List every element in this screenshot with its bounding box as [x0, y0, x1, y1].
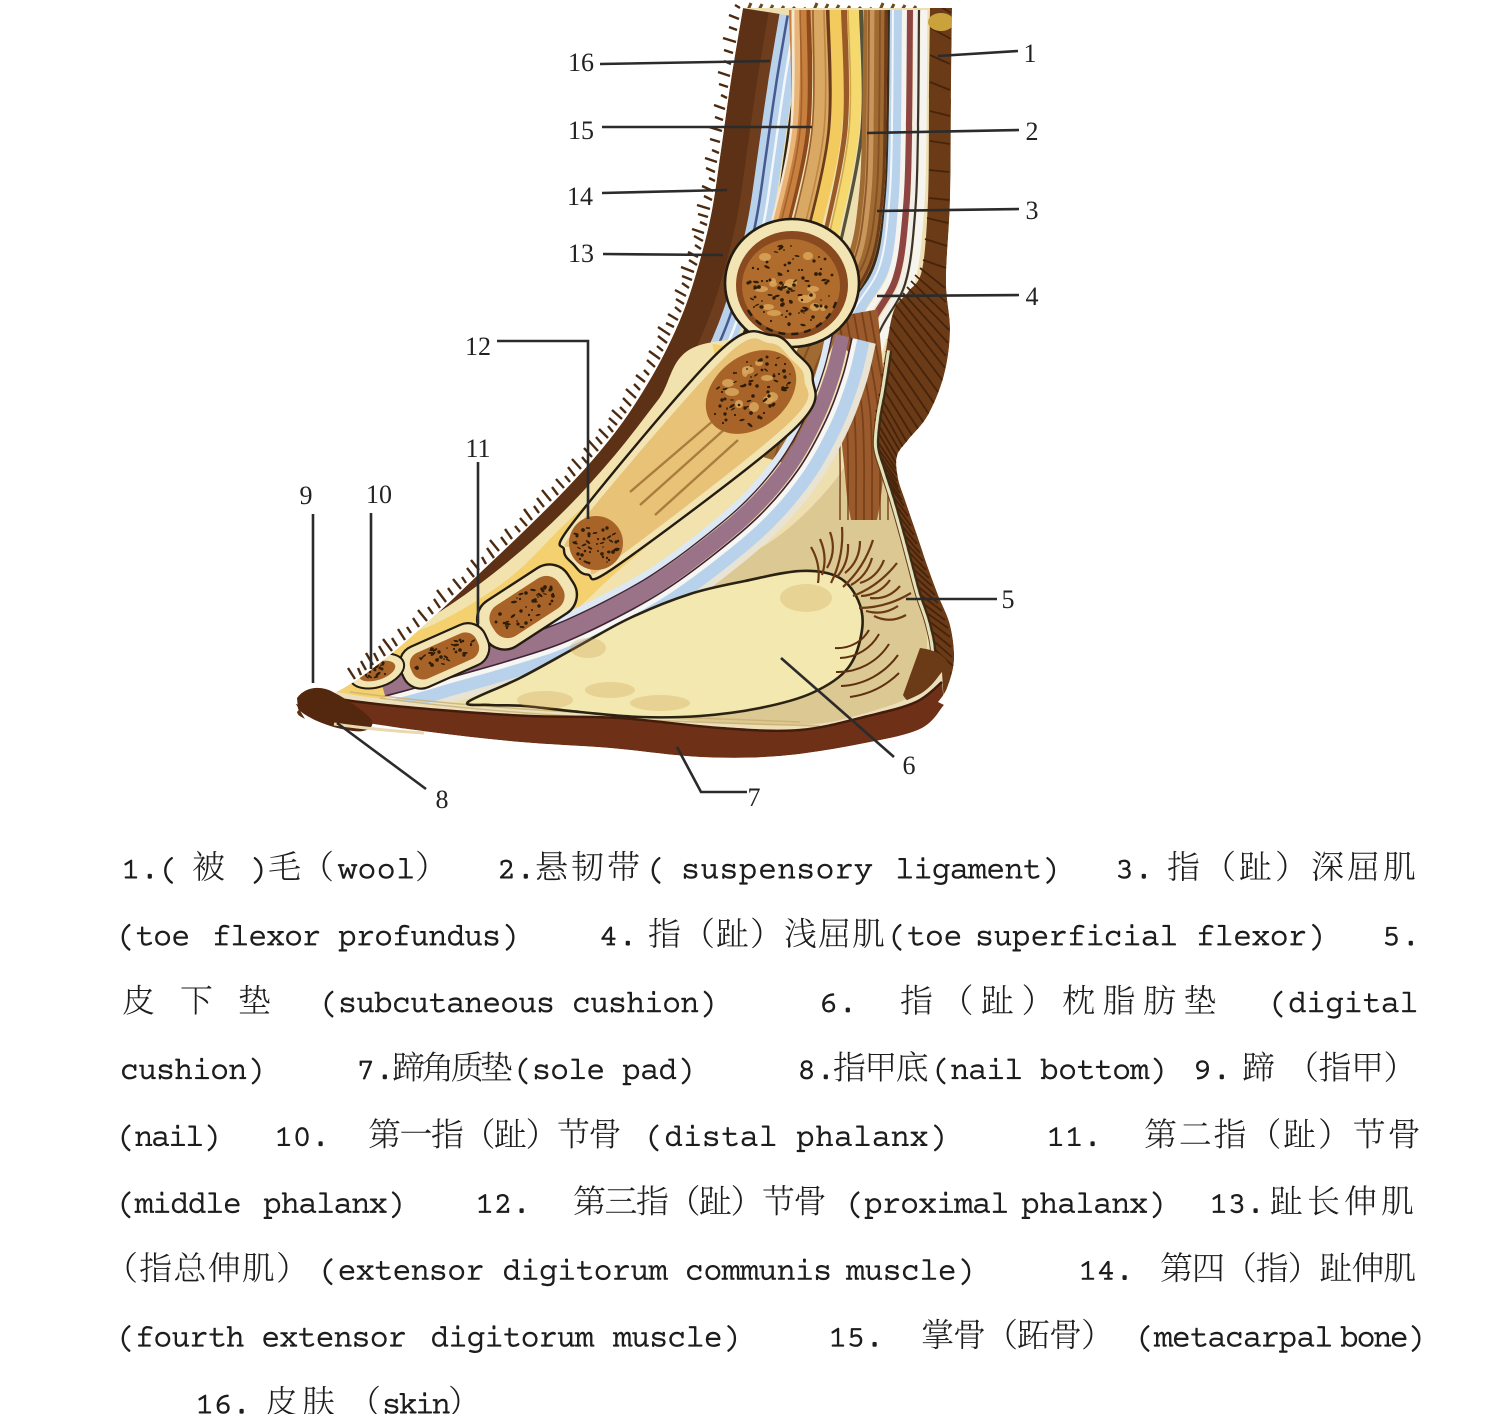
svg-text:7: 7: [748, 783, 761, 812]
svg-text:15: 15: [568, 116, 594, 145]
svg-text:4: 4: [1026, 282, 1039, 311]
svg-text:12: 12: [465, 332, 491, 361]
svg-text:6: 6: [903, 751, 916, 780]
svg-text:14: 14: [567, 182, 593, 211]
svg-text:13: 13: [568, 239, 594, 268]
svg-text:5: 5: [1002, 585, 1015, 614]
svg-text:2: 2: [1026, 117, 1039, 146]
svg-text:11: 11: [465, 434, 490, 463]
svg-text:10: 10: [366, 480, 392, 509]
svg-text:8: 8: [436, 785, 449, 814]
svg-text:3: 3: [1026, 196, 1039, 225]
svg-text:9: 9: [300, 481, 313, 510]
svg-text:1: 1: [1024, 39, 1037, 68]
svg-text:16: 16: [568, 48, 594, 77]
